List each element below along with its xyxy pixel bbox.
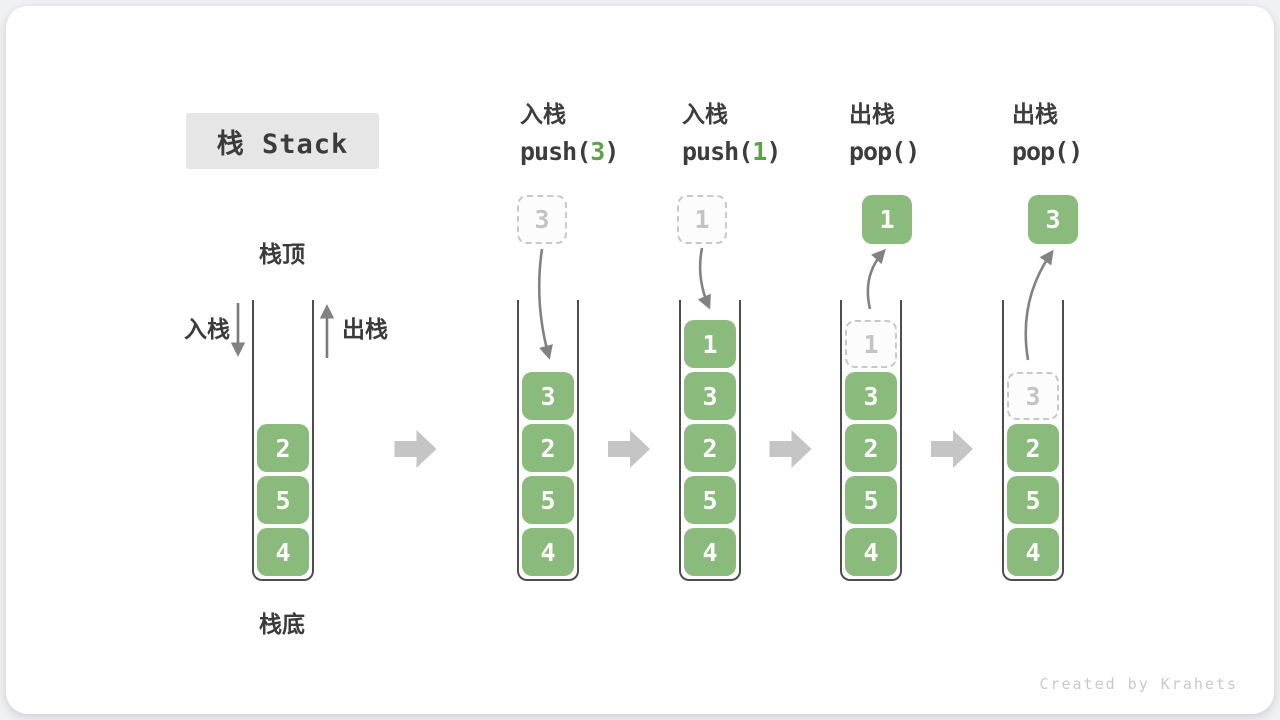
operation-label: 入栈 push(1) — [682, 102, 781, 166]
operation-name: 出栈 — [1012, 102, 1058, 128]
stack-element: 4 — [845, 528, 897, 576]
stack-element: 5 — [1007, 476, 1059, 524]
stack-element: 2 — [684, 424, 736, 472]
code-text: ) — [604, 137, 619, 166]
stack-element: 4 — [257, 528, 309, 576]
stack-element: 4 — [1007, 528, 1059, 576]
stack-element: 2 — [257, 424, 309, 472]
code-argument: 1 — [752, 137, 767, 166]
stack-element: 2 — [522, 424, 574, 472]
operation-code: push(3) — [520, 137, 619, 166]
operation-label: 出栈 pop() — [1012, 102, 1083, 166]
stack-element: 2 — [1007, 424, 1059, 472]
operation-code: push(1) — [682, 137, 781, 166]
pop-direction-label: 出栈 — [342, 317, 388, 343]
operation-name: 出栈 — [849, 102, 895, 128]
ghost-stack-element: 3 — [1007, 372, 1059, 420]
operation-label: 入栈 push(3) — [520, 102, 619, 166]
code-text: ) — [766, 137, 781, 166]
pending-element: 3 — [517, 195, 567, 244]
stack-top-label: 栈顶 — [259, 242, 305, 268]
popped-element: 1 — [862, 195, 912, 244]
diagram-title: 栈 Stack — [186, 113, 379, 169]
operation-name: 入栈 — [520, 102, 566, 128]
code-text: push( — [682, 137, 753, 166]
stack-element: 4 — [684, 528, 736, 576]
operation-code: pop() — [1012, 137, 1083, 166]
stack-element: 3 — [522, 372, 574, 420]
push-direction-label: 入栈 — [184, 317, 230, 343]
stack-element: 3 — [684, 372, 736, 420]
operation-label: 出栈 pop() — [849, 102, 920, 166]
stack-element: 1 — [684, 320, 736, 368]
stack-element: 5 — [684, 476, 736, 524]
stack-element: 2 — [845, 424, 897, 472]
ghost-stack-element: 1 — [845, 320, 897, 368]
stack-bottom-label: 栈底 — [259, 612, 305, 638]
pending-element: 1 — [677, 195, 727, 244]
code-text: push( — [520, 137, 591, 166]
code-argument: 3 — [590, 137, 605, 166]
operation-code: pop() — [849, 137, 920, 166]
code-text: pop() — [849, 137, 920, 166]
watermark: Created by Krahets — [1039, 675, 1238, 693]
stack-element: 4 — [522, 528, 574, 576]
code-text: pop() — [1012, 137, 1083, 166]
stack-element: 5 — [522, 476, 574, 524]
stack-element: 5 — [257, 476, 309, 524]
stack-element: 3 — [845, 372, 897, 420]
operation-name: 入栈 — [682, 102, 728, 128]
popped-element: 3 — [1028, 195, 1078, 244]
stack-element: 5 — [845, 476, 897, 524]
